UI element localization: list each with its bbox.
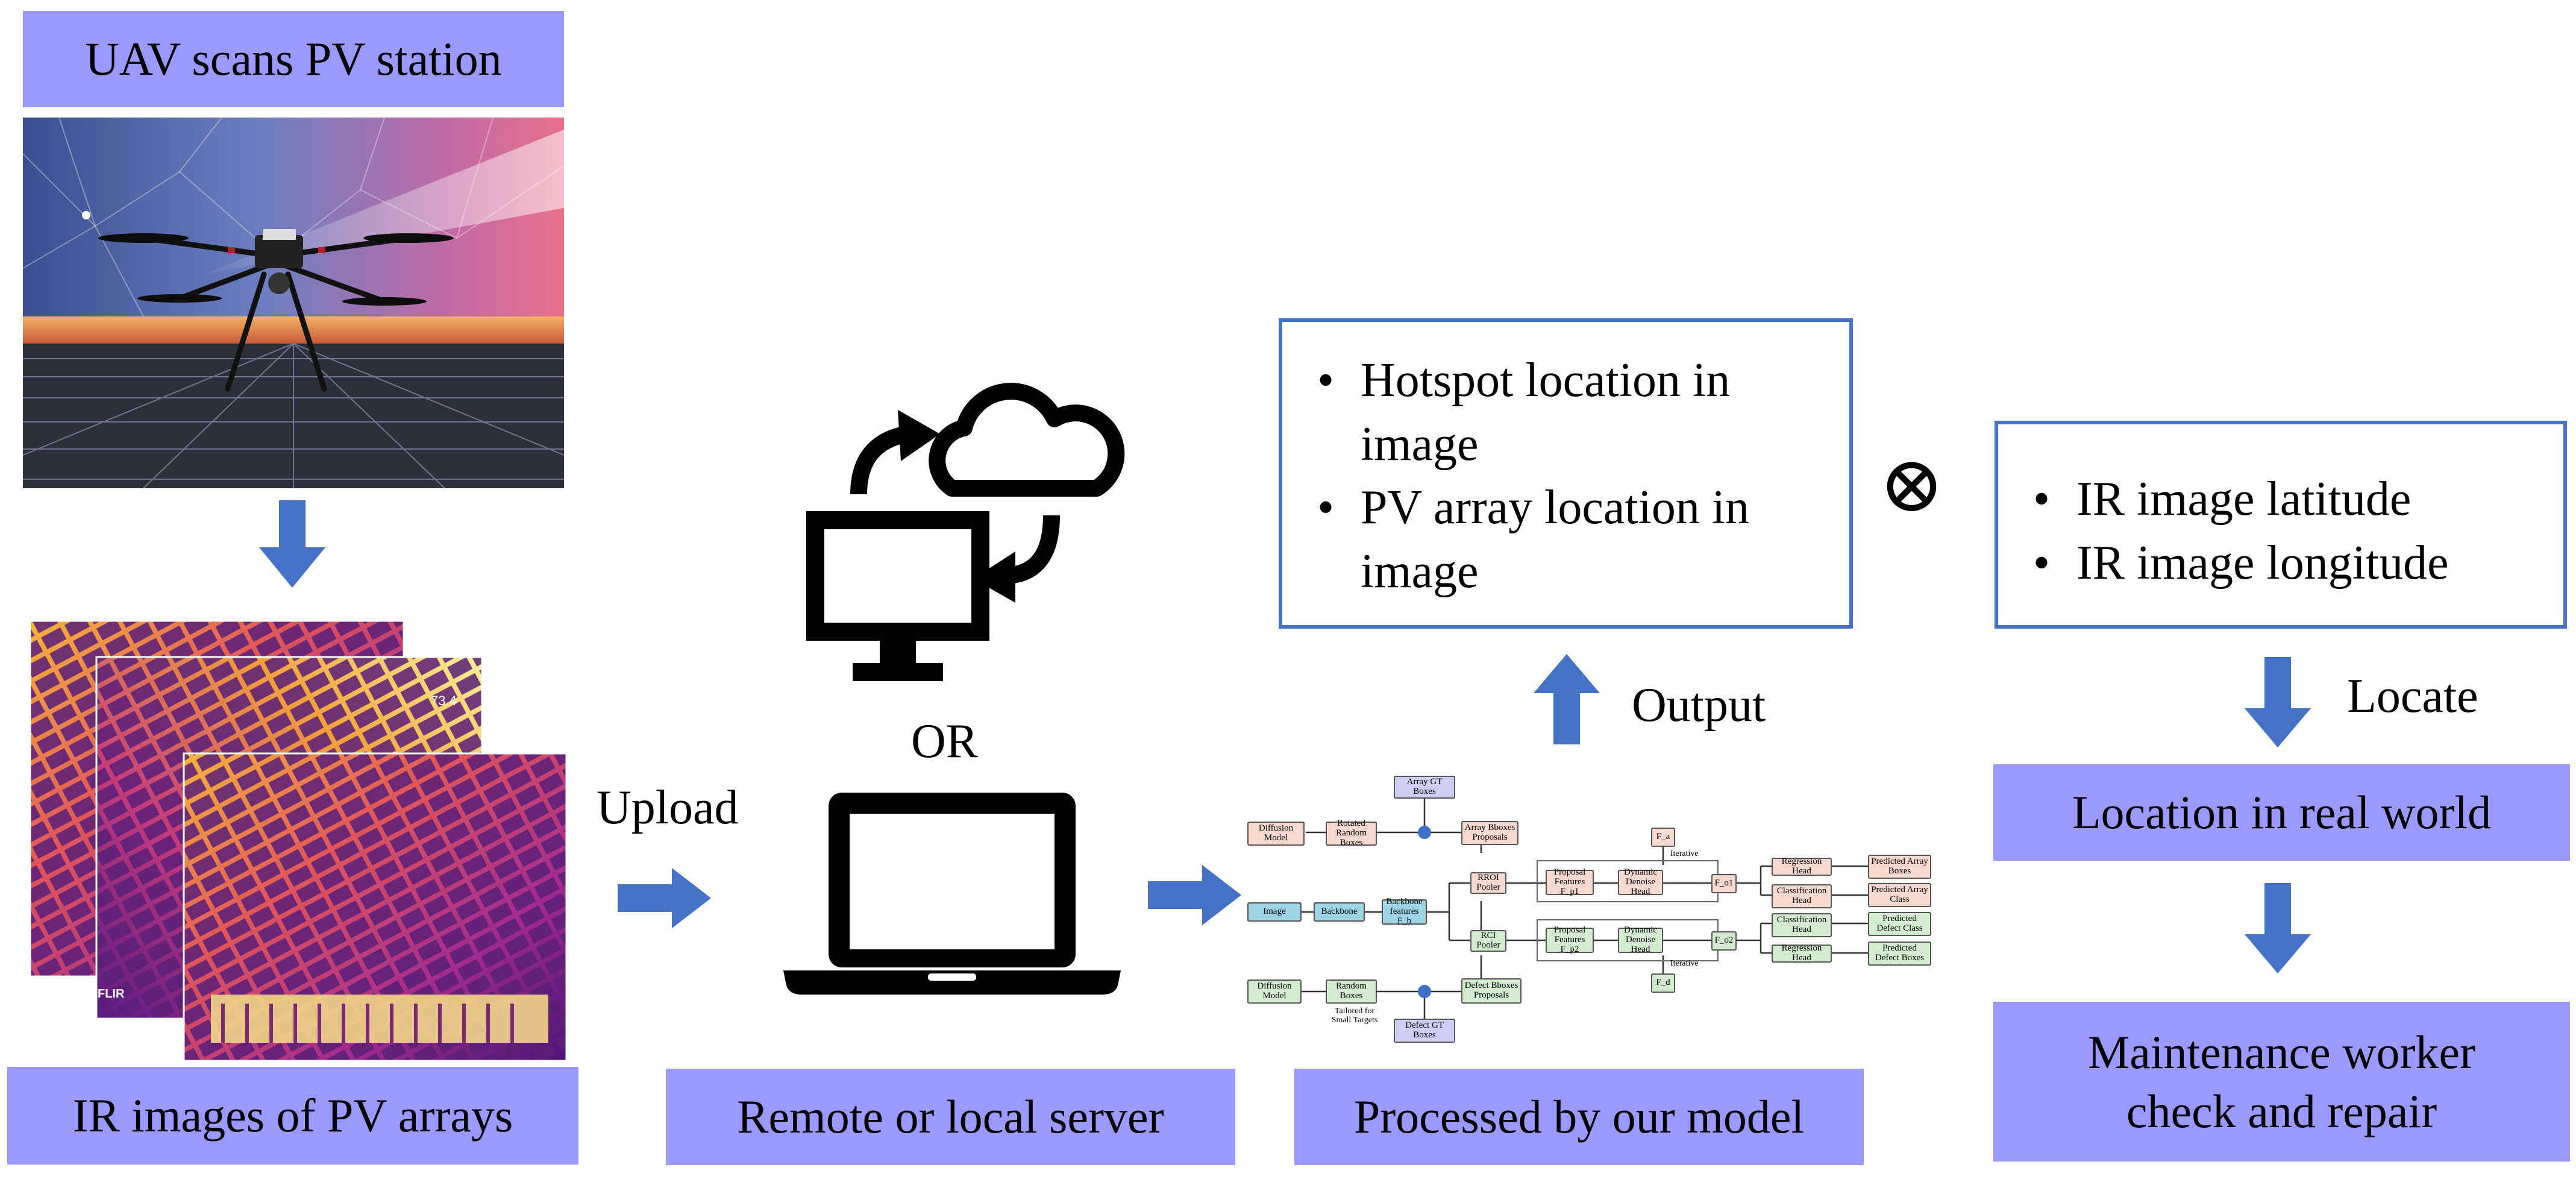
rroi-pooler: RROI Pooler (1470, 872, 1506, 894)
server-label: Remote or local server (666, 1069, 1235, 1165)
upload-arrow (618, 868, 711, 928)
fa-node: F_a (1651, 828, 1675, 847)
maintenance-label: Maintenance worker check and repair (1993, 1002, 2570, 1162)
output-box: • Hotspot location in image • PV array l… (1279, 318, 1853, 629)
array-gt-boxes: Array GT Boxes (1394, 776, 1455, 799)
predicted-defect-class: Predicted Defect Class (1868, 912, 1931, 936)
backbone-node: Backbone (1314, 902, 1365, 922)
gps-item-longitude: • IR image longitude (1998, 532, 2563, 596)
fo2-node: F_o2 (1711, 931, 1737, 951)
model-diagram: Array GT Boxes Diffusion Model Rotated R… (1241, 775, 1940, 1058)
fo1-node: F_o1 (1711, 874, 1737, 893)
temp-reading: 73.4 (431, 693, 457, 708)
real-world-label: Location in real world (1993, 764, 2570, 861)
model-input-arrow (1148, 865, 1241, 925)
tailored-note: Tailored for Small Targets (1331, 1007, 1378, 1025)
predicted-array-class: Predicted Array Class (1868, 883, 1931, 907)
monitor-icon (806, 511, 989, 681)
bullet: • (2033, 536, 2051, 590)
defect-gt-boxes: Defect GT Boxes (1394, 1019, 1455, 1043)
locate-text: Locate (2347, 670, 2478, 723)
drone-photo (22, 117, 565, 489)
locate-arrow (2245, 657, 2311, 747)
output-arrow (1534, 654, 1600, 744)
backbone-features-node: Backbone features F_b (1382, 898, 1427, 926)
flir-logo: FLIR (98, 987, 125, 1001)
diffusion-model-top: Diffusion Model (1247, 822, 1305, 846)
output-item-array: • PV array location in image (1282, 476, 1849, 603)
proposal-features-top: Proposal Features F_p1 (1546, 868, 1594, 896)
defect-bboxes-proposals: Defect Bboxes Proposals (1461, 978, 1521, 1004)
rotated-random-boxes: Rotated Random Boxes (1326, 819, 1377, 847)
gps-box: • IR image latitude • IR image longitude (1995, 421, 2567, 629)
array-bboxes-proposals: Array Bboxes Proposals (1461, 821, 1518, 845)
dynamic-denoise-head-bottom: Dynamic Denoise Head (1618, 926, 1663, 954)
predicted-array-boxes: Predicted Array Boxes (1868, 855, 1931, 879)
fd-node: F_d (1651, 973, 1675, 993)
predicted-defect-boxes: Predicted Defect Boxes (1868, 942, 1931, 966)
roi-pooler: RCI Pooler (1470, 930, 1506, 952)
iterative-label-top: Iterative (1670, 849, 1699, 858)
regression-head-bottom: Regression Head (1772, 943, 1832, 963)
image-node: Image (1247, 902, 1302, 922)
gps-item-latitude: • IR image latitude (1998, 468, 2563, 532)
thermal-image-stack: 73.4 FLIR (29, 620, 568, 1062)
regression-head-top: Regression Head (1772, 857, 1832, 876)
output-text: Output (1632, 679, 1766, 732)
maintenance-arrow (2245, 883, 2311, 973)
output-item-hotspot: • Hotspot location in image (1282, 349, 1849, 476)
bullet: • (1317, 354, 1335, 407)
dynamic-denoise-head-top: Dynamic Denoise Head (1618, 868, 1663, 896)
bullet: • (1317, 481, 1335, 535)
laptop-icon (783, 793, 1121, 995)
diffusion-model-bottom: Diffusion Model (1247, 979, 1302, 1004)
iterative-label-bottom: Iterative (1670, 959, 1699, 968)
upload-text: Upload (597, 781, 739, 834)
classification-head-bottom: Classification Head (1772, 913, 1832, 937)
bullet: • (2033, 473, 2051, 526)
proposal-features-bottom: Proposal Features F_p2 (1546, 926, 1594, 954)
uav-label: UAV scans PV station (23, 11, 564, 107)
classification-head-top: Classification Head (1772, 884, 1832, 908)
cloud-sync-icon (850, 383, 1125, 603)
random-boxes: Random Boxes (1326, 979, 1377, 1004)
processed-label: Processed by our model (1294, 1069, 1864, 1165)
or-text: OR (911, 715, 979, 768)
down-arrow-left (259, 500, 325, 588)
otimes-operator: ⊗ (1879, 442, 1945, 529)
ir-images-label: IR images of PV arrays (7, 1067, 578, 1165)
